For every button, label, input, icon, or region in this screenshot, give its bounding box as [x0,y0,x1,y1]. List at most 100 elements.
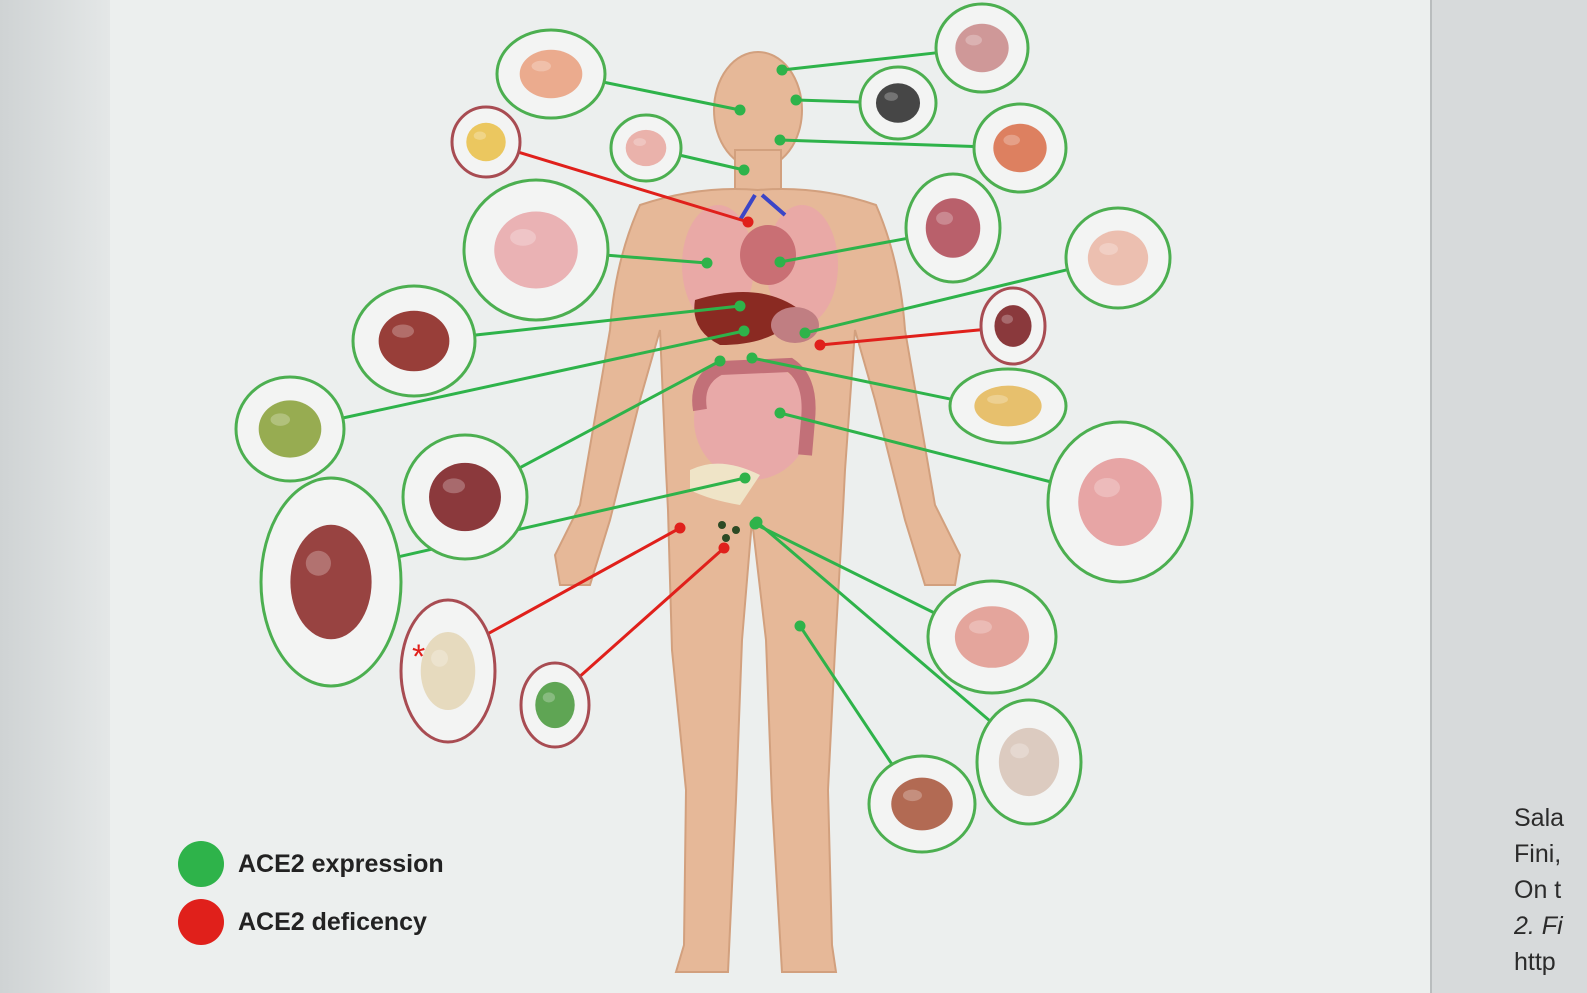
liver-ring [351,284,477,398]
thyroid-dot [738,164,750,176]
thyroid-ring [609,113,683,183]
urinary-icon-highlight [305,550,331,576]
lymphocytes-ring [519,661,591,749]
connector-gallbladder [342,329,745,420]
testis-ring [975,698,1083,826]
heart-shape [740,225,796,285]
eye-icon-highlight [884,92,898,101]
thymus-icon-highlight [473,131,486,140]
connector-oral-mucosa [779,138,975,149]
nasal-cavity-dot [734,104,746,116]
nose-icon [519,49,583,99]
connector-pancreas [751,356,952,401]
spleen-icon-highlight [1001,314,1013,324]
connector-stomach [804,268,1068,335]
spleen-ring [979,286,1047,366]
citation-text: Sala Fini, On t 2. Fi http [1514,800,1587,980]
lungs-ring [462,178,610,322]
citation-line: 2. Fi [1514,912,1563,940]
spleen-dot [814,339,826,351]
thymus-ring [450,105,522,179]
liver-icon [378,310,450,372]
nose-icon-highlight [531,60,552,72]
connector-lymphocytes [578,546,725,678]
legend-label: ACE2 expression [238,849,444,878]
bone-icon-highlight [431,649,449,667]
urinary-system-dot [739,472,751,484]
heart-dot [774,256,786,268]
lungs-dot [701,257,713,269]
connector-brain [781,51,937,72]
kidneys-icon [429,462,501,532]
cells-icon-highlight [542,692,555,703]
uterus-icon-highlight [968,620,992,634]
organ-rings: * [234,2,1194,854]
citation-line: http [1514,948,1556,976]
oral-mucosa-dot [774,134,786,146]
pancreas-icon-highlight [987,394,1008,404]
kidneys-icon-highlight [442,478,465,494]
stomach-shape [771,307,819,343]
eye-icon [875,83,921,123]
heart-icon [925,198,981,258]
connector-thymus [518,150,749,224]
green-dot-icon [178,841,224,887]
connector-kidneys [518,359,721,470]
lymphocytes-dot [718,542,730,554]
connector-eye [795,98,861,104]
brain-dot [776,64,788,76]
thymus-dot [742,216,754,228]
citation-line: Sala [1514,804,1565,832]
intestine-icon-highlight [1094,478,1121,498]
gallbladder-icon [258,400,322,458]
gallbladder-icon-highlight [270,413,290,426]
liver-dot [734,300,746,312]
oral-mucosa-ring [972,102,1068,194]
thymus-icon [466,122,506,162]
skin-dot [794,620,806,632]
skin-icon [891,777,953,831]
legend-item-expression: ACE2 expression [178,835,444,893]
brain-ring [934,2,1030,94]
cell-dot [732,526,740,534]
legend: ACE2 expression ACE2 deficency [178,835,444,951]
kidneys-ring [401,433,529,561]
lungs-icon-highlight [510,229,536,246]
testis-icon [998,727,1060,797]
uterus-ring [926,579,1058,695]
nasal-cavity-ring [495,28,607,120]
heart-icon-highlight [936,211,953,225]
bone-marrow-dot [674,522,686,534]
gallbladder-ring [234,375,346,483]
asterisk-icon: * [412,638,425,676]
cells-icon [535,681,575,729]
torso-organs [682,193,838,505]
intestine-shape [694,360,810,480]
citation-line: On t [1514,876,1562,904]
testis-icon-highlight [1010,743,1029,759]
connector-thyroid [679,153,745,172]
connector-skin [798,625,894,766]
small-intestine-dot [774,407,786,419]
pancreas-dot [746,352,758,364]
intestine-icon [1078,458,1162,546]
lungs-icon [494,211,578,289]
connector-heart [779,236,908,264]
connector-liver [474,304,741,337]
testis-dot [751,516,763,528]
eye-dot [790,94,802,106]
slide-edge [0,0,110,993]
legend-item-deficiency: ACE2 deficency [178,893,444,951]
bone-icon [420,631,476,711]
cell-dot [722,534,730,542]
small-intestine-ring [1046,420,1194,584]
connector-small-intestine [779,411,1051,484]
connector-lines [342,51,1068,766]
vessels-shape [738,193,787,222]
stomach-ring [1064,206,1172,310]
mouth-icon-highlight [1003,134,1020,146]
urinary-icon [290,524,372,640]
thyroid-icon-highlight [633,138,646,147]
urinary-system-ring [259,476,403,688]
